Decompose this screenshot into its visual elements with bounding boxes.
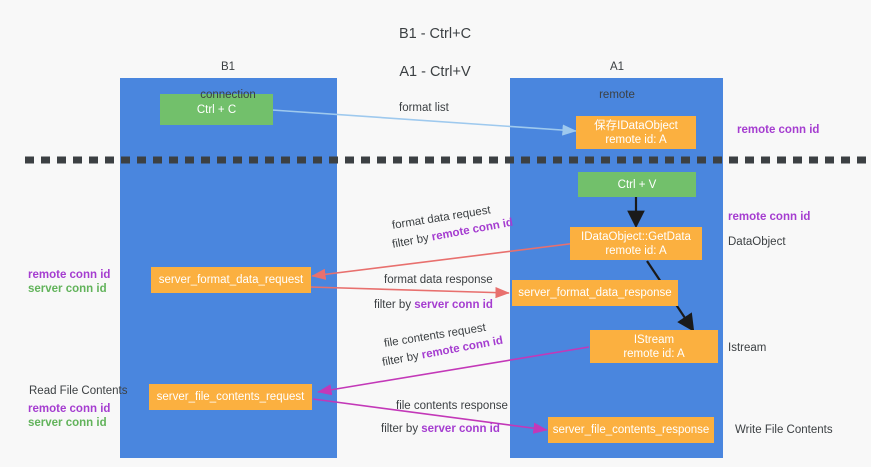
annotation-left-remote-conn-id-bottom-text: remote conn id: [28, 403, 111, 415]
annotation-left-remote-conn-id-mid: remote conn id: [28, 268, 110, 283]
node-server-format-data-request[interactable]: server_format_data_request: [151, 267, 311, 293]
edge-label-format-data-response: format data response: [384, 273, 493, 288]
annotation-left-server-conn-id-bottom-text: server conn id: [28, 417, 107, 429]
page-title-line2: A1 - Ctrl+V: [399, 64, 471, 80]
page-title-line1: B1 - Ctrl+C: [398, 26, 472, 42]
node-save-idataobject-label: 保存IDataObject: [594, 119, 678, 132]
edge-label-format-data-response-filter: filter by server conn id: [374, 298, 493, 313]
node-server-file-contents-response[interactable]: server_file_contents_response: [548, 417, 714, 443]
edge-label-file-contents-response-filter-value: server conn id: [421, 423, 500, 435]
edge-label-file-contents-request-filter-prefix: filter by: [381, 349, 423, 369]
node-ctrl-c[interactable]: Ctrl + C: [160, 94, 273, 125]
node-ctrl-v[interactable]: Ctrl + V: [578, 172, 696, 197]
edge-label-format-list-text: format list: [399, 102, 449, 114]
node-istream[interactable]: IStream remote id: A: [590, 330, 718, 363]
node-istream-label: IStream: [633, 333, 675, 346]
node-idataobject-getdata-sublabel: remote id: A: [605, 244, 667, 257]
node-save-idataobject-sublabel: remote id: A: [605, 133, 667, 146]
annotation-remote-conn-id-top-text: remote conn id: [737, 124, 820, 136]
annotation-istream: Istream: [728, 341, 766, 356]
annotation-remote-conn-id-mid-text: remote conn id: [728, 211, 811, 223]
edge-label-file-contents-response-filter: filter by server conn id: [381, 422, 500, 437]
swimlane-header-a1-name: A1: [609, 61, 625, 73]
annotation-dataobject-text: DataObject: [728, 236, 786, 248]
swimlane-header-a1: A1 remote: [537, 46, 697, 116]
edge-label-format-data-response-text: format data response: [384, 274, 493, 286]
node-istream-sublabel: remote id: A: [623, 347, 685, 360]
swimlane-header-b1-sub: connection: [200, 89, 256, 101]
node-idataobject-getdata[interactable]: IDataObject::GetData remote id: A: [570, 227, 702, 260]
node-ctrl-c-label: Ctrl + C: [196, 103, 237, 116]
swimlane-header-b1-name: B1: [220, 61, 236, 73]
annotation-write-file-contents: Write File Contents: [735, 423, 833, 438]
annotation-left-server-conn-id-mid-text: server conn id: [28, 283, 107, 295]
annotation-read-file-contents: Read File Contents: [29, 384, 127, 399]
node-server-file-contents-request-label: server_file_contents_request: [156, 391, 305, 403]
node-server-format-data-request-label: server_format_data_request: [158, 274, 304, 286]
edge-label-format-data-response-filter-value: server conn id: [414, 299, 493, 311]
edge-label-file-contents-response-text: file contents response: [396, 400, 508, 412]
annotation-dataobject: DataObject: [728, 235, 786, 250]
node-save-idataobject[interactable]: 保存IDataObject remote id: A: [576, 116, 696, 149]
annotation-remote-conn-id-mid: remote conn id: [728, 210, 810, 225]
edge-label-file-contents-response-filter-prefix: filter by: [381, 423, 422, 435]
node-ctrl-v-label: Ctrl + V: [617, 178, 657, 191]
node-idataobject-getdata-label: IDataObject::GetData: [581, 230, 691, 243]
node-server-file-contents-response-label: server_file_contents_response: [552, 424, 710, 436]
edge-label-file-contents-response: file contents response: [396, 399, 508, 414]
node-server-format-data-response-label: server_format_data_response: [518, 287, 672, 299]
annotation-istream-text: Istream: [728, 342, 767, 354]
edge-label-format-data-request-filter-prefix: filter by: [391, 231, 433, 251]
annotation-left-server-conn-id-bottom: server conn id: [28, 416, 107, 431]
node-server-file-contents-request[interactable]: server_file_contents_request: [149, 384, 312, 410]
annotation-remote-conn-id-top: remote conn id: [737, 123, 819, 138]
annotation-left-remote-conn-id-bottom: remote conn id: [28, 402, 110, 417]
swimlane-header-b1: B1 connection: [148, 46, 308, 116]
annotation-left-server-conn-id-mid: server conn id: [28, 282, 107, 297]
page-title: B1 - Ctrl+C A1 - Ctrl+V: [335, 6, 535, 101]
swimlane-header-a1-sub: remote: [599, 89, 635, 101]
edge-label-format-data-response-filter-prefix: filter by: [374, 299, 415, 311]
annotation-left-remote-conn-id-mid-text: remote conn id: [28, 269, 111, 281]
annotation-write-file-contents-text: Write File Contents: [735, 424, 833, 436]
annotation-read-file-contents-text: Read File Contents: [29, 385, 128, 397]
edge-label-format-list: format list: [399, 101, 449, 116]
